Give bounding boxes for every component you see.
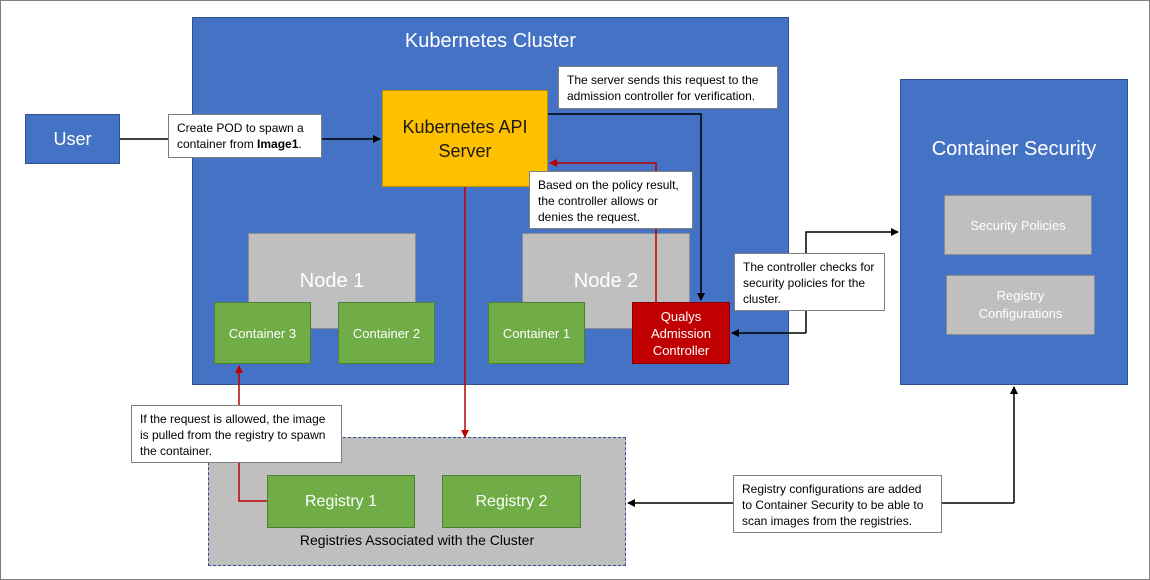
api-server-label: Kubernetes API Server (402, 116, 528, 161)
note-registry-configs-added: Registry configurations are added to Con… (733, 475, 942, 533)
container-3: Container 3 (214, 302, 311, 364)
note-policy-result-text: Based on the policy result, the controll… (538, 178, 679, 224)
security-policies-label: Security Policies (970, 217, 1066, 233)
container-1: Container 1 (488, 302, 585, 364)
note-server-sends: The server sends this request to the adm… (558, 66, 778, 109)
registry-1: Registry 1 (267, 475, 415, 528)
note-controller-checks: The controller checks for security polic… (734, 253, 885, 311)
registry-1-label: Registry 1 (304, 492, 378, 510)
node-2-label: Node 2 (573, 270, 639, 292)
admission-controller: Qualys Admission Controller (632, 302, 730, 364)
note-policy-result: Based on the policy result, the controll… (529, 171, 693, 229)
api-server: Kubernetes API Server (382, 90, 548, 187)
container-security-title: Container Security (931, 138, 1097, 160)
arrow-api-to-controller (548, 113, 705, 301)
note-request-allowed: If the request is allowed, the image is … (131, 405, 342, 463)
registry-2: Registry 2 (442, 475, 581, 528)
note-controller-checks-text: The controller checks for security polic… (743, 260, 875, 306)
note-server-sends-text: The server sends this request to the adm… (567, 73, 759, 103)
registry-configurations: Registry Configurations (946, 275, 1095, 335)
note-registry-configs-added-text: Registry configurations are added to Con… (742, 482, 924, 528)
registry-configurations-label: Registry Configurations (978, 288, 1063, 321)
note-create-pod: Create POD to spawn a container from Ima… (168, 114, 322, 158)
security-policies: Security Policies (944, 195, 1092, 255)
container-2-label: Container 2 (352, 325, 421, 341)
node-1-label: Node 1 (299, 270, 365, 292)
note-create-pod-end: . (298, 137, 302, 151)
user-label: User (53, 128, 92, 149)
admission-controller-label: Qualys Admission Controller (651, 308, 711, 358)
container-1-label: Container 1 (502, 325, 571, 341)
arrow-controller-to-api (549, 159, 657, 302)
user-box: User (25, 114, 120, 164)
note-create-pod-image: Image1 (257, 137, 299, 151)
cluster-title: Kubernetes Cluster (404, 30, 577, 52)
container-3-label: Container 3 (228, 325, 297, 341)
note-request-allowed-text: If the request is allowed, the image is … (140, 412, 326, 458)
note-create-pod-text: Create POD to spawn a container from (177, 121, 304, 151)
registry-group-label: Registries Associated with the Cluster (299, 532, 535, 548)
container-2: Container 2 (338, 302, 435, 364)
registry-2-label: Registry 2 (475, 492, 548, 510)
